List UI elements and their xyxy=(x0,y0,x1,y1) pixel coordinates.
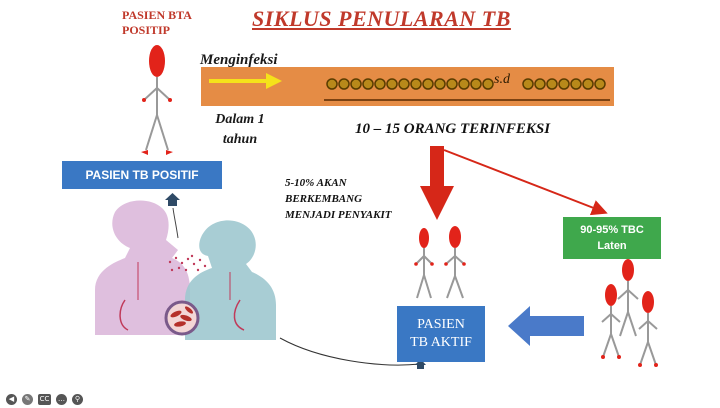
persen-line1: 5-10% AKAN xyxy=(285,177,347,189)
sd-label: s.d xyxy=(494,72,510,87)
pasien-bta-label: PASIEN BTA POSITIP xyxy=(122,8,252,38)
curve-up-line xyxy=(172,207,179,239)
sick-people-figures xyxy=(414,226,466,299)
dalam-line2: tahun xyxy=(222,132,258,147)
aktif-line2: TB AKTIF xyxy=(410,335,472,350)
big-down-arrow xyxy=(420,146,454,220)
curve-aktif-line xyxy=(279,337,421,366)
menginfeksi-label: Menginfeksi xyxy=(200,52,278,68)
infected-person-figure xyxy=(141,45,173,155)
laten-arrow xyxy=(443,149,608,216)
persen-line3: MENJADI PENYAKIT xyxy=(285,209,392,221)
laten-line1: 90-95% TBC xyxy=(580,224,644,236)
pen-icon[interactable]: ✎ xyxy=(22,394,33,405)
persen-line2: BERKEMBANG xyxy=(285,193,363,205)
aktif-line1: PASIEN xyxy=(417,317,465,332)
up-arrow-positif xyxy=(165,193,180,206)
transmission-illustration xyxy=(95,200,276,340)
presenter-toolbar xyxy=(0,392,720,408)
slide-title: SIKLUS PENULARAN TB xyxy=(252,6,511,31)
back-icon[interactable]: ◀ xyxy=(6,394,17,405)
more-icon[interactable]: … xyxy=(56,394,67,405)
blue-left-arrow xyxy=(508,306,584,346)
terinfeksi-label: 10 – 15 ORANG TERINFEKSI xyxy=(355,121,551,137)
pasien-bta-line1: PASIEN BTA xyxy=(122,8,192,22)
dalam-line1: Dalam 1 xyxy=(215,112,265,127)
dalam-tahun-label: Dalam 1 tahun xyxy=(205,110,275,150)
pasien-tb-aktif-box: PASIEN TB AKTIF xyxy=(397,306,485,362)
persen-label: 5-10% AKAN BERKEMBANG MENJADI PENYAKIT xyxy=(285,175,435,223)
zoom-icon[interactable]: ⚲ xyxy=(72,394,83,405)
pasien-bta-line2: POSITIP xyxy=(122,23,171,37)
captions-icon[interactable]: CC xyxy=(38,394,51,405)
up-arrow-aktif xyxy=(415,359,426,369)
laten-line2: Laten xyxy=(597,240,627,252)
pasien-tb-positif-box: PASIEN TB POSITIF xyxy=(62,161,222,189)
bacteria-row xyxy=(326,78,606,90)
latent-people-figures xyxy=(601,259,658,367)
tbc-laten-box: 90-95% TBC Laten xyxy=(563,217,661,259)
